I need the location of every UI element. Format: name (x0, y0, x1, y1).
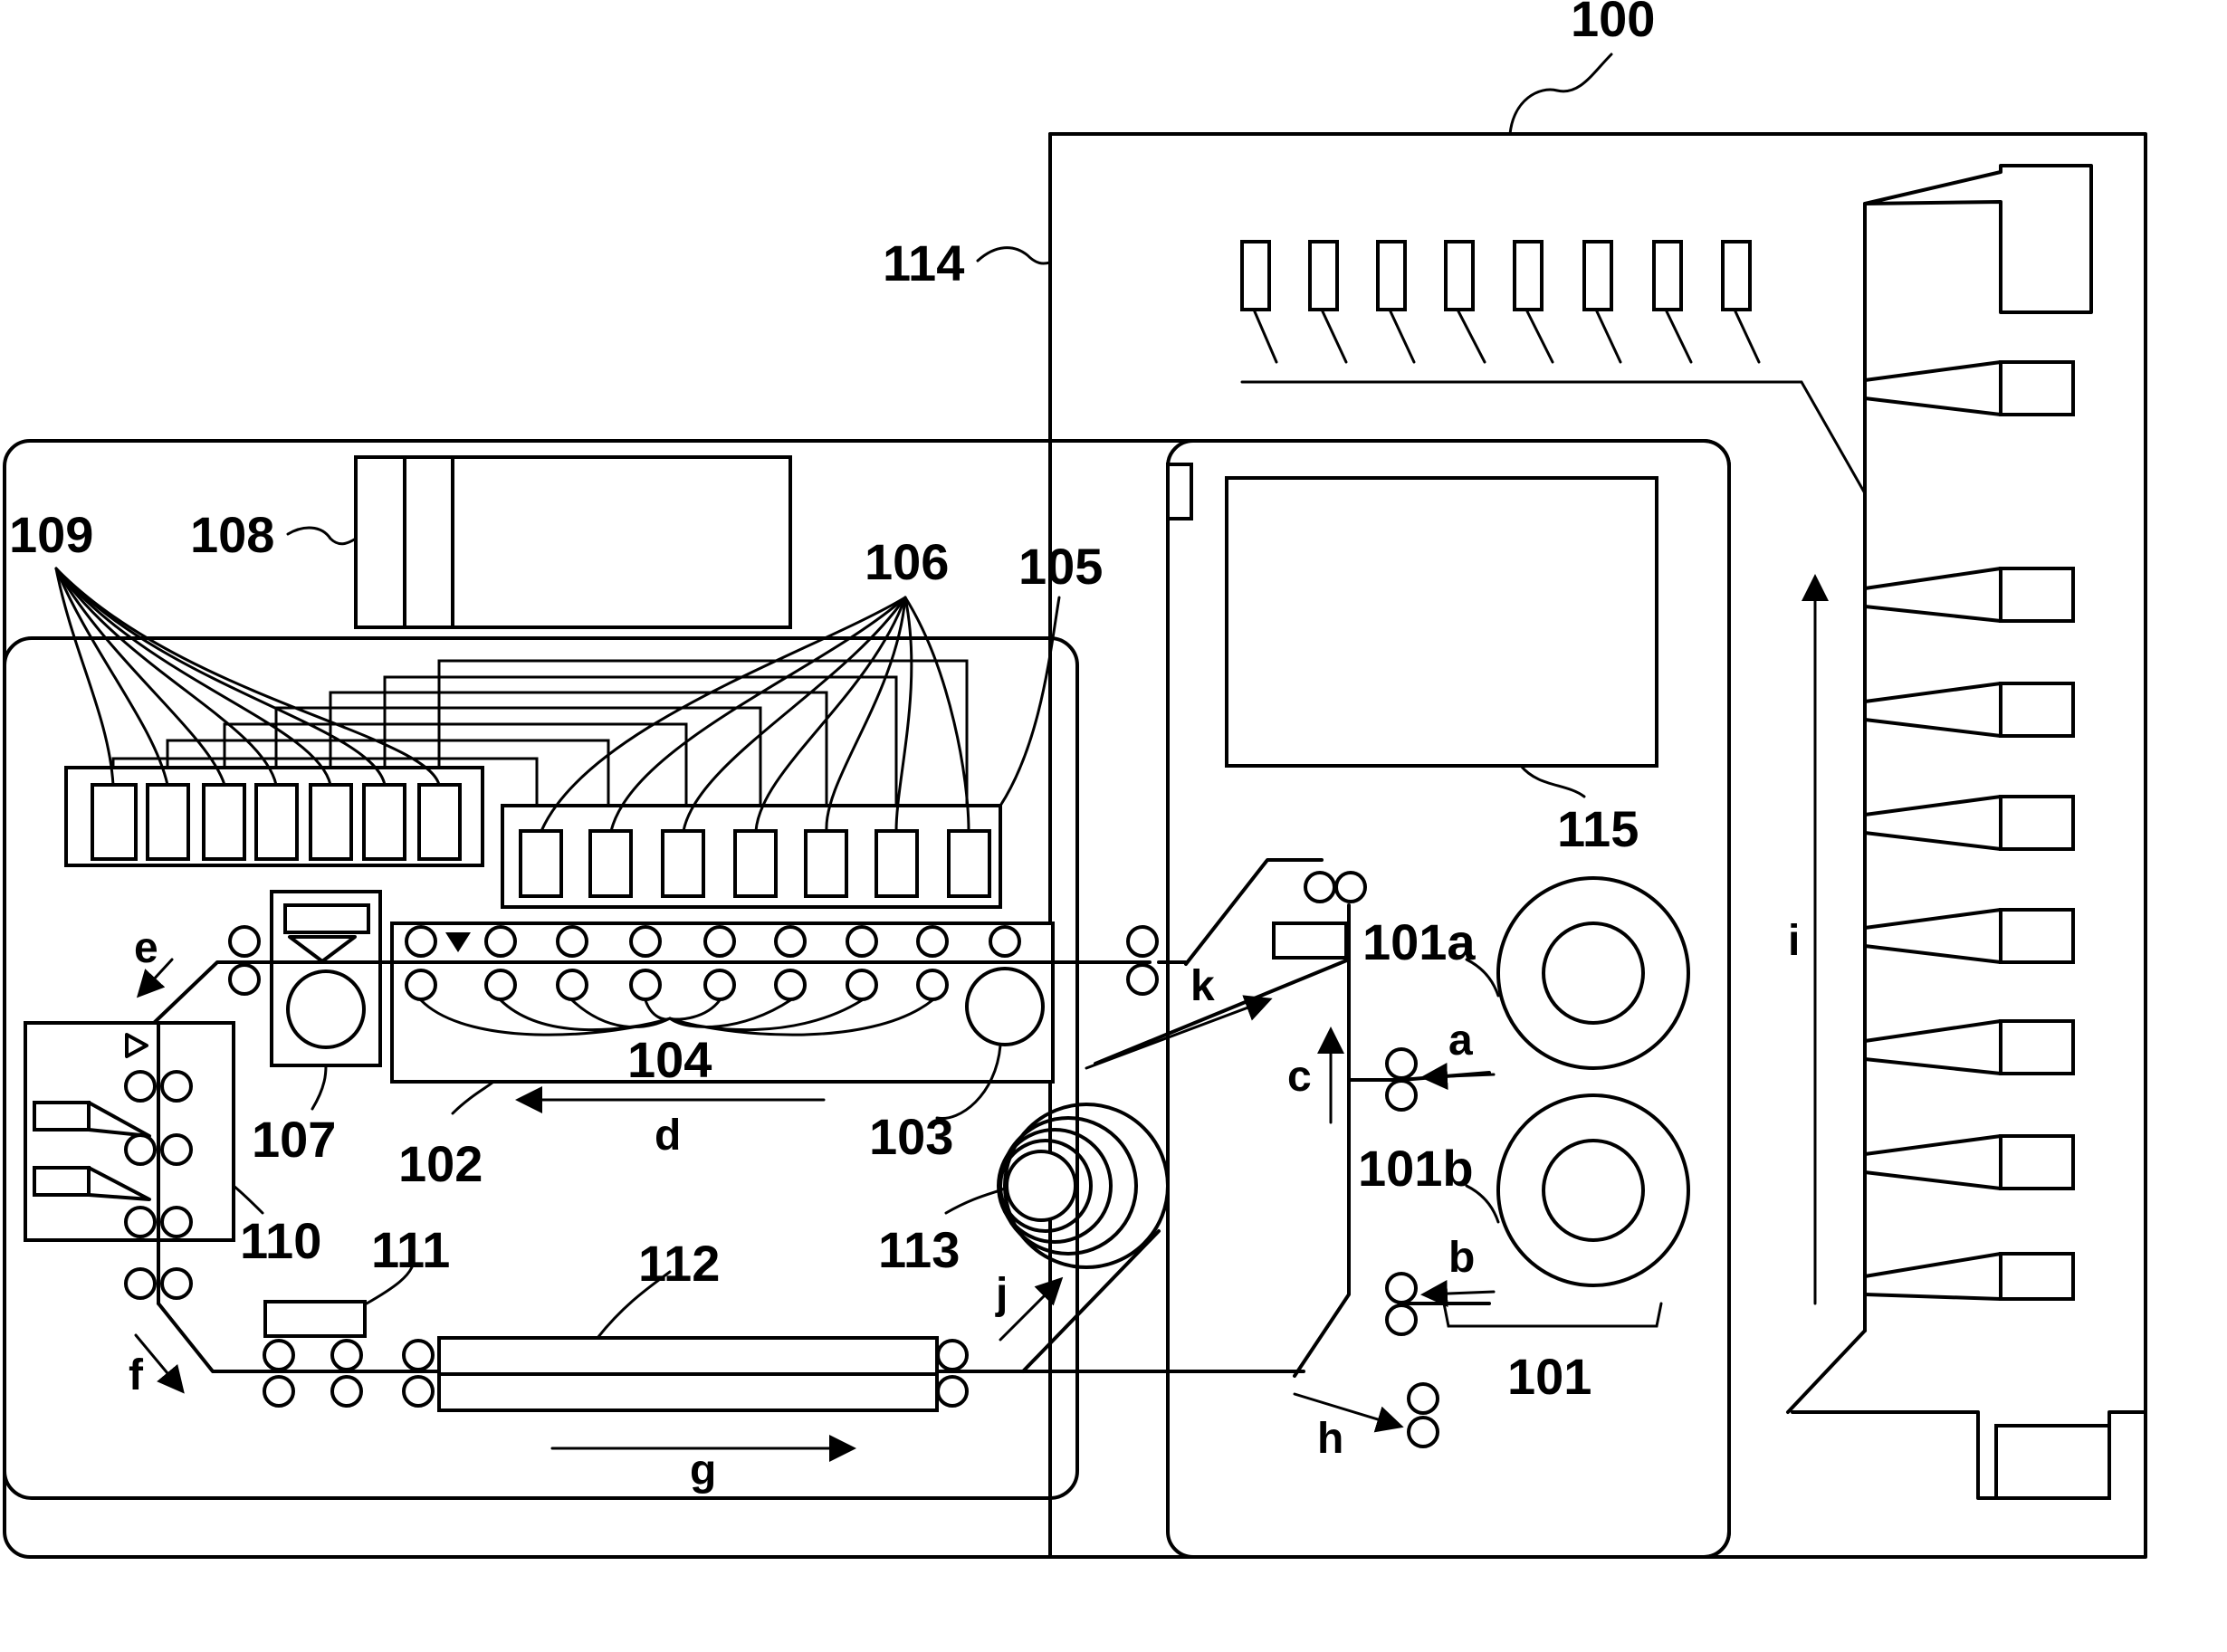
label-113: 113 (878, 1221, 960, 1278)
controller-boards (1242, 242, 1865, 493)
label-dir-b: b (1448, 1234, 1475, 1282)
label-dir-e: e (134, 924, 158, 972)
label-dir-j: j (995, 1270, 1008, 1318)
leader-100 (1510, 54, 1611, 134)
backside-print-111 (264, 1302, 365, 1406)
inspection-107 (272, 892, 380, 1065)
leader-113 (946, 1188, 1007, 1213)
leader-108 (288, 528, 356, 544)
label-106: 106 (865, 533, 949, 590)
sorter-trays (1792, 362, 2146, 1498)
label-dir-d: d (655, 1112, 681, 1160)
label-101b: 101b (1358, 1140, 1474, 1197)
label-dir-c: c (1287, 1053, 1312, 1101)
leader-114 (978, 248, 1050, 263)
leader-101 (1444, 1303, 1661, 1326)
label-108: 108 (190, 506, 274, 563)
arrow-h (1295, 1394, 1399, 1426)
label-111: 111 (371, 1221, 450, 1278)
label-112: 112 (638, 1235, 720, 1292)
operation-panel[interactable] (1227, 478, 1657, 766)
label-dir-f: f (129, 1351, 144, 1399)
label-109: 109 (9, 506, 93, 563)
label-101a: 101a (1362, 913, 1476, 970)
leader-102 (453, 1082, 493, 1113)
dryer-112 (404, 1338, 967, 1410)
leader-110 (234, 1186, 263, 1213)
label-100: 100 (1571, 0, 1655, 47)
ink-supply-108 (356, 457, 790, 627)
conveyance-102 (392, 923, 1053, 1082)
label-115: 115 (1557, 800, 1639, 857)
label-105: 105 (1018, 538, 1103, 595)
label-dir-h: h (1317, 1415, 1343, 1463)
label-dir-i: i (1788, 917, 1800, 965)
label-110: 110 (240, 1212, 321, 1269)
label-dir-g: g (690, 1447, 716, 1494)
arrow-a (1426, 1074, 1494, 1077)
leader-106 (541, 597, 969, 831)
cutter-110 (25, 1023, 234, 1240)
roll-101a (1498, 878, 1688, 1068)
label-103: 103 (869, 1108, 953, 1165)
leader-107 (312, 1065, 326, 1109)
leader-115 (1521, 766, 1584, 797)
sorter-unit (1788, 166, 2146, 1498)
label-102: 102 (398, 1135, 483, 1192)
arrow-b (1426, 1292, 1494, 1294)
head-unit-105 (502, 806, 1000, 907)
label-101: 101 (1507, 1348, 1591, 1405)
roll-101b (1498, 1095, 1688, 1285)
winder-113 (999, 1104, 1168, 1267)
label-dir-a: a (1448, 1017, 1473, 1065)
label-114: 114 (883, 234, 964, 291)
label-dir-k: k (1190, 962, 1215, 1010)
label-104: 104 (627, 1031, 712, 1088)
label-107: 107 (252, 1111, 336, 1168)
arrow-k (1086, 1000, 1267, 1068)
